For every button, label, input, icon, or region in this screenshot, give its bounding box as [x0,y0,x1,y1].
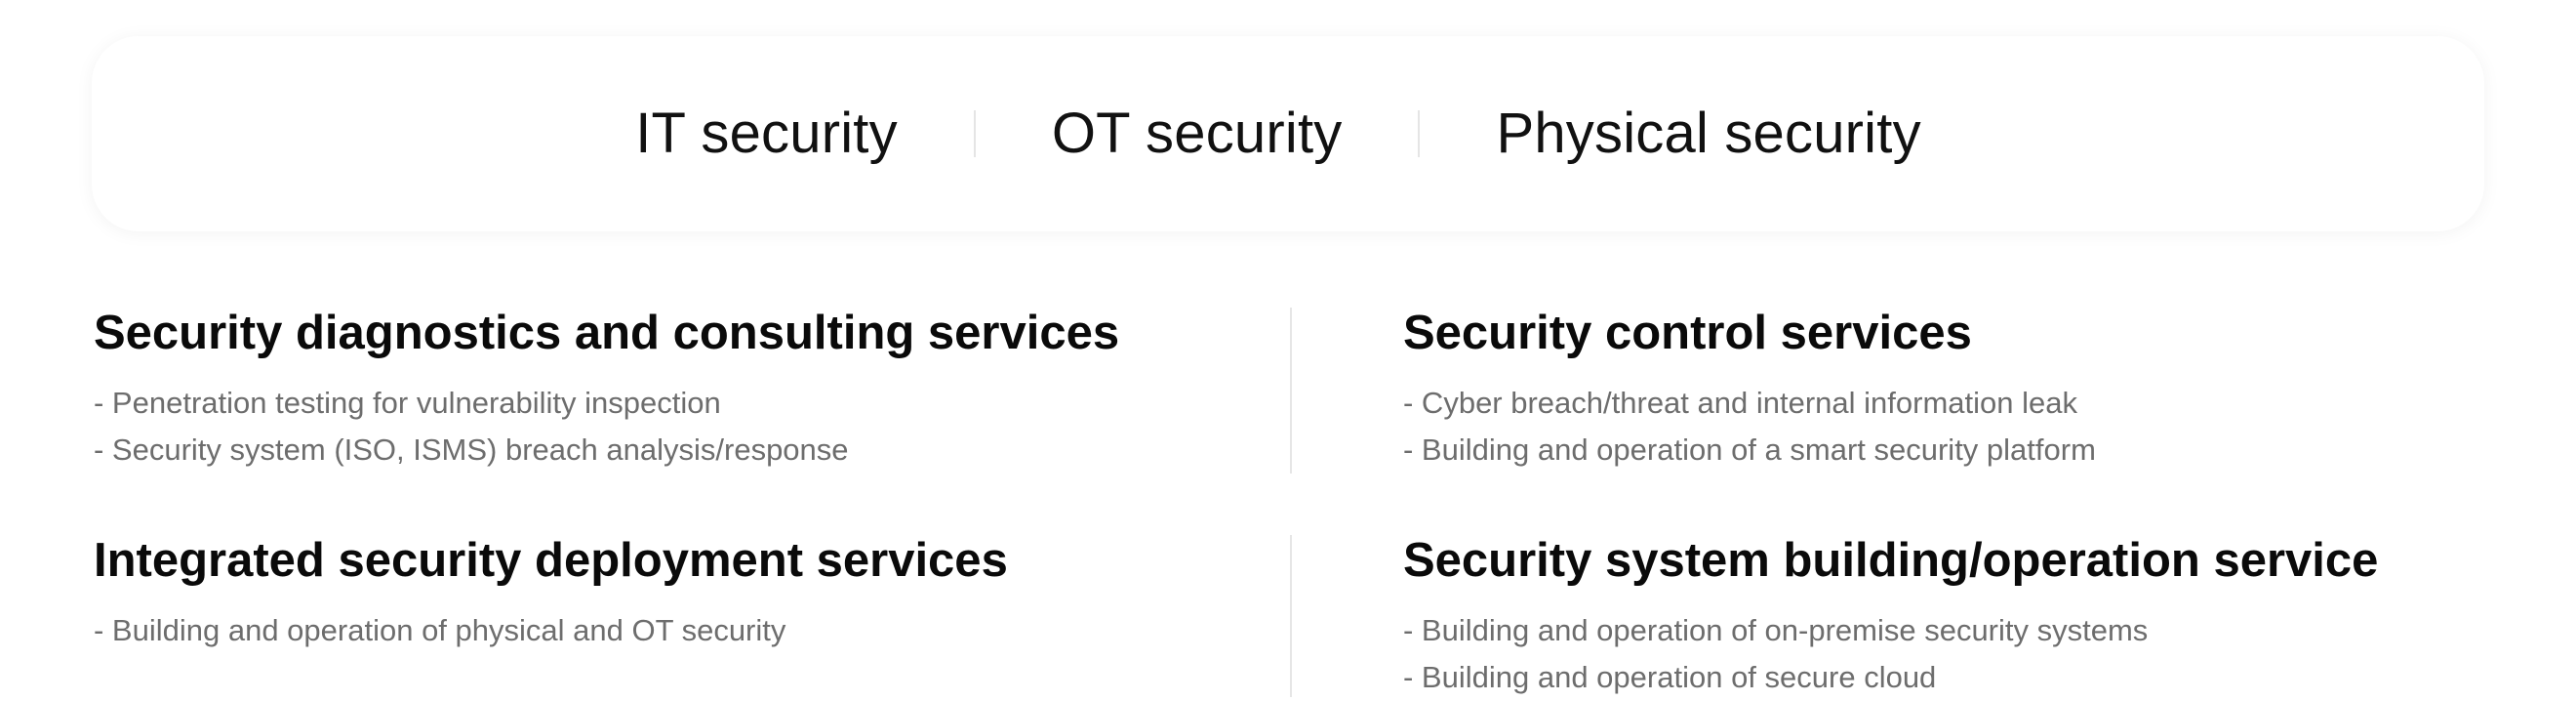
service-title: Security diagnostics and consulting serv… [94,307,1120,359]
service-item: - Security system (ISO, ISMS) breach ana… [94,432,849,467]
service-diagnostics-consulting: Security diagnostics and consulting serv… [94,307,1167,474]
service-security-control: Security control services - Cyber breach… [1403,307,2476,474]
service-item: - Building and operation of secure cloud [1403,659,1937,694]
tabs-row: IT security OT security Physical securit… [559,105,1997,162]
tab-ot-security[interactable]: OT security [1051,102,1343,165]
service-items: - Cyber breach/threat and internal infor… [1403,380,2476,474]
service-item: - Building and operation of on-premise s… [1403,612,2149,647]
service-item: - Building and operation of a smart secu… [1403,432,2096,467]
service-title: Security control services [1403,307,1972,359]
tab-divider [1418,110,1421,157]
tab-divider [973,110,976,157]
tab-it-security[interactable]: IT security [635,102,898,165]
security-category-tabs: IT security OT security Physical securit… [92,36,2484,231]
column-divider [1290,535,1292,697]
service-item: - Cyber breach/threat and internal infor… [1403,385,2077,420]
service-items: - Building and operation of on-premise s… [1403,607,2476,701]
service-items: - Building and operation of physical and… [94,607,1167,654]
service-items: - Penetration testing for vulnerability … [94,380,1167,474]
service-title: Security system building/operation servi… [1403,534,2379,587]
services-grid: Security diagnostics and consulting serv… [94,303,2482,697]
service-integrated-deployment: Integrated security deployment services … [94,534,1167,654]
service-item: - Penetration testing for vulnerability … [94,385,721,420]
service-system-building-operation: Security system building/operation servi… [1403,534,2476,701]
service-title: Integrated security deployment services [94,534,1008,587]
tab-physical-security[interactable]: Physical security [1496,102,1921,165]
service-item: - Building and operation of physical and… [94,612,786,647]
column-divider [1290,308,1292,474]
